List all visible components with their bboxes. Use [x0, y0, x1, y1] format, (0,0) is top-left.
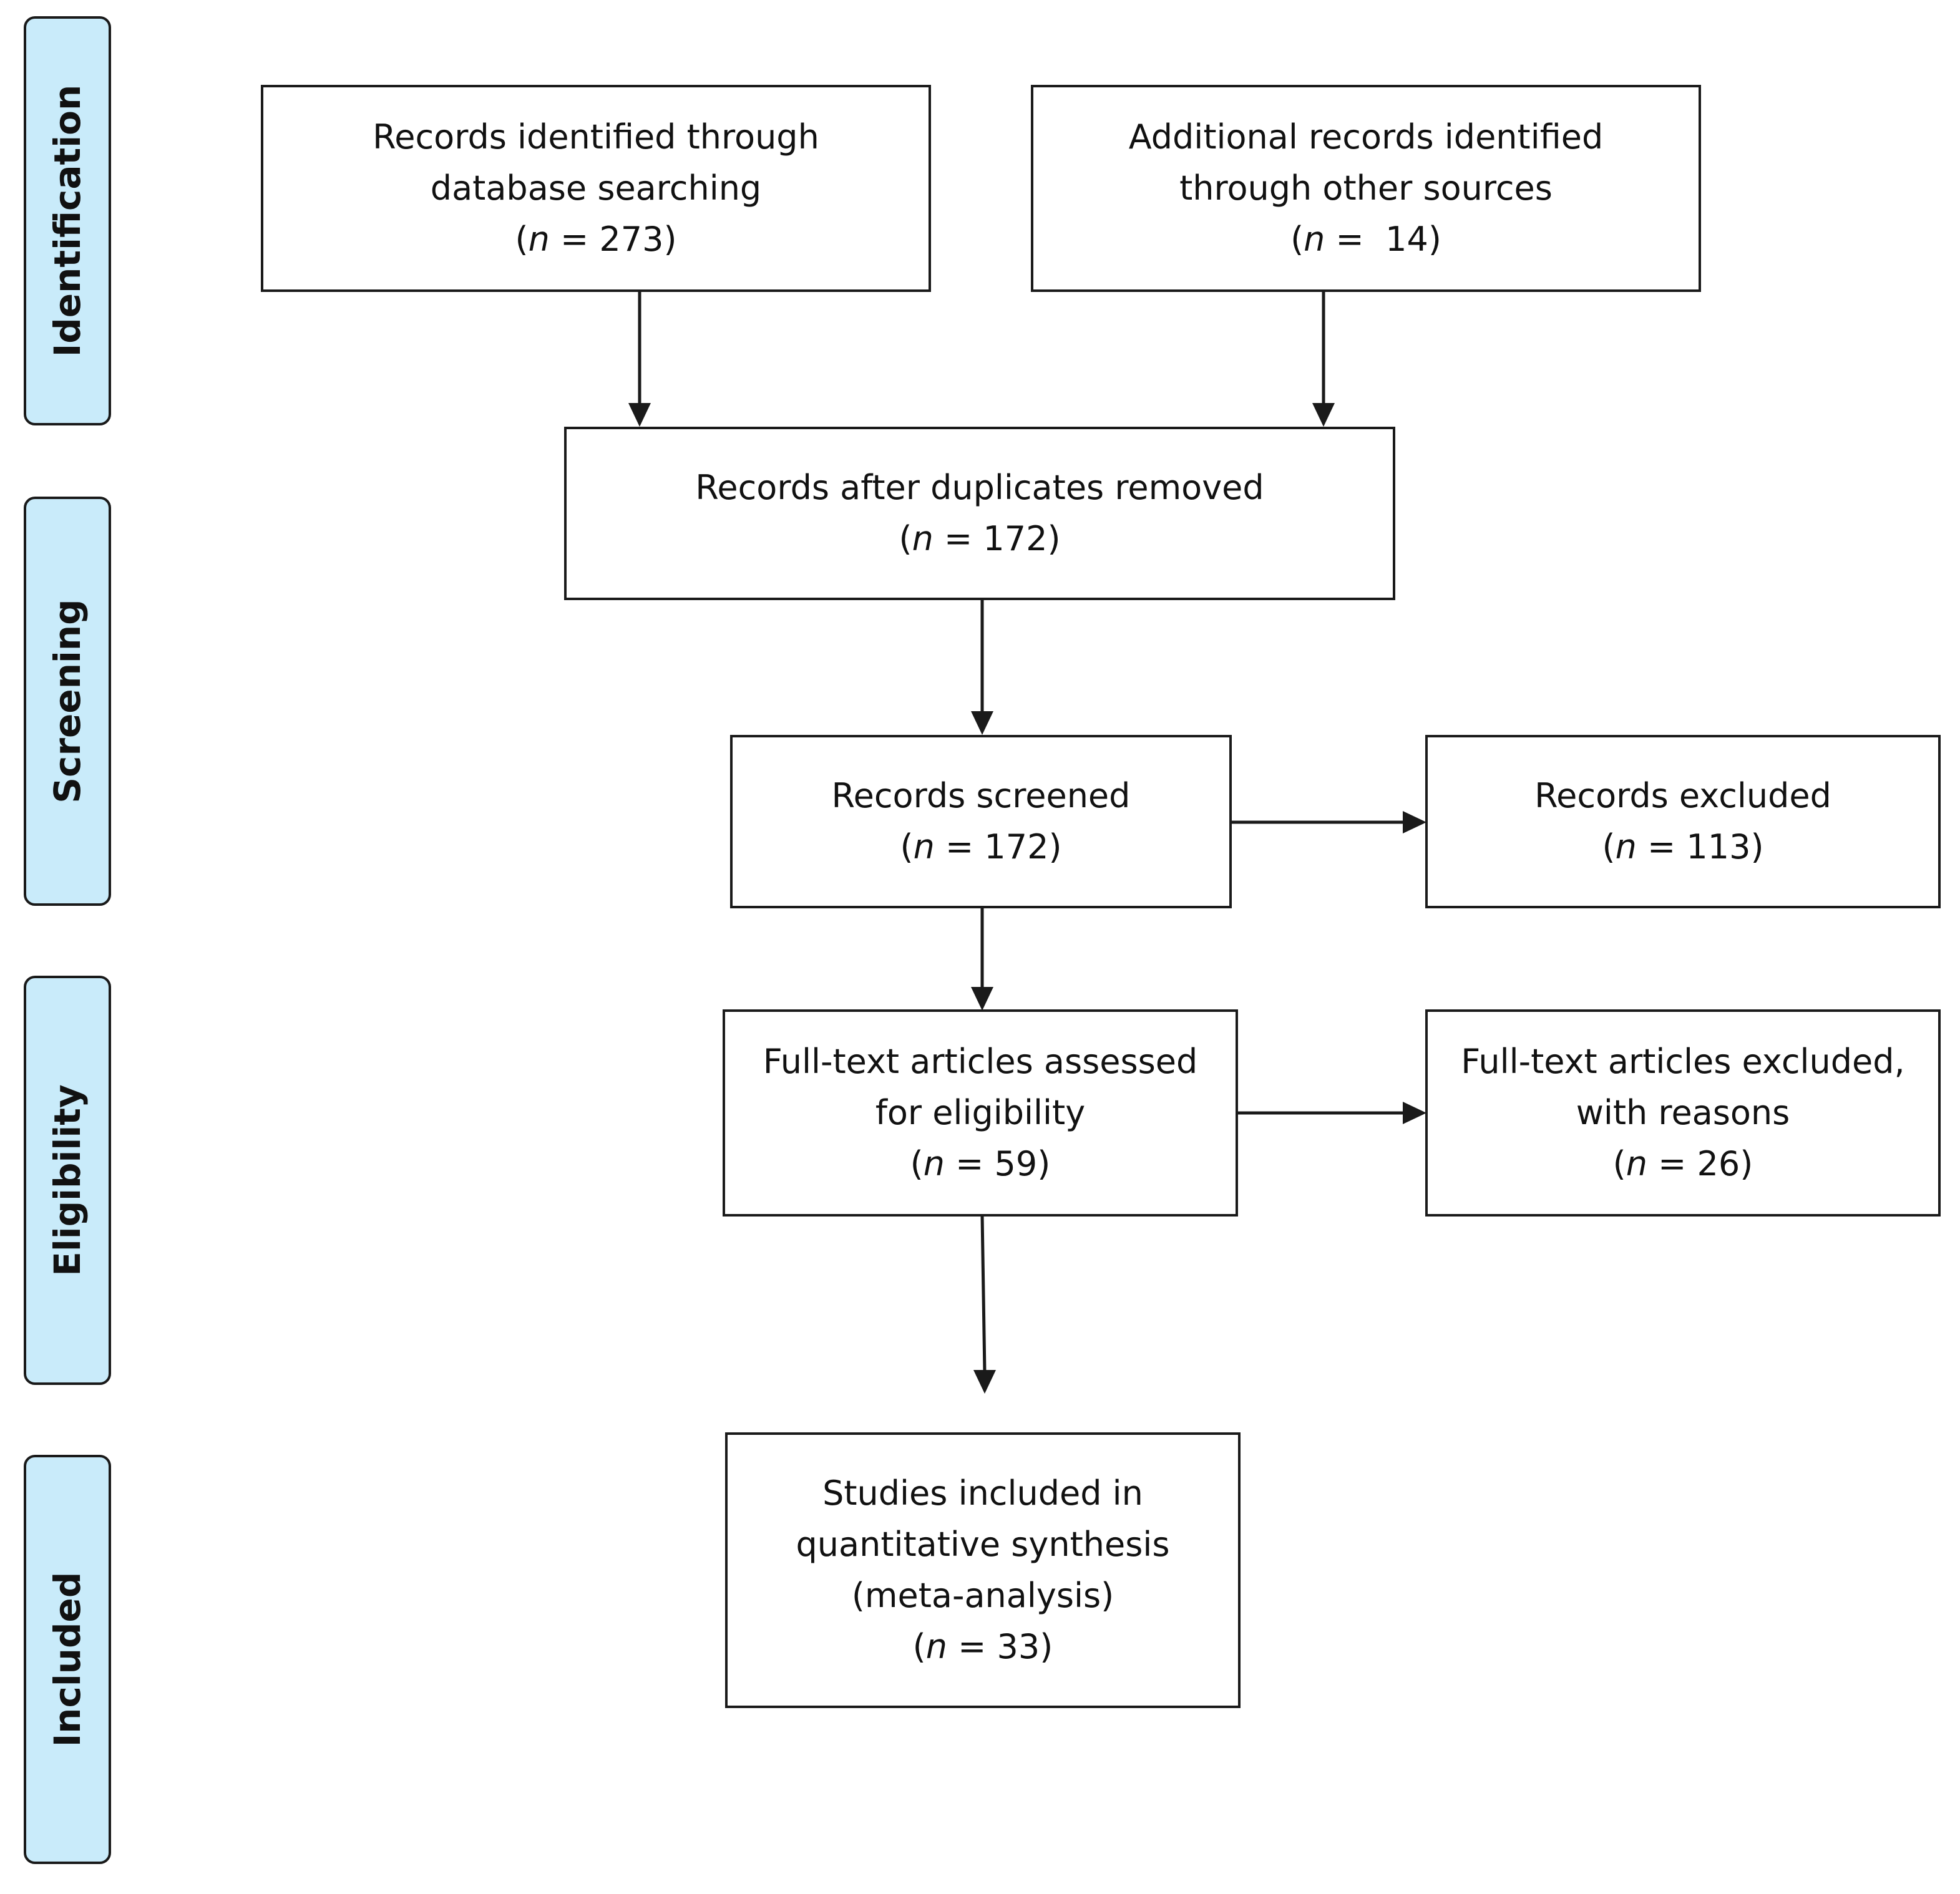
box-records-excluded-count: (n = 113): [1602, 827, 1764, 867]
box-duplicates-removed-line-1: Records after duplicates removed: [695, 468, 1264, 507]
arrowhead-fulltext-to-excluded: [1403, 1102, 1426, 1124]
box-full-text-excluded-line-2: with reasons: [1576, 1093, 1790, 1132]
box-included-studies-line-3: (meta-analysis): [851, 1576, 1114, 1615]
arrowhead-other-to-duplicates: [1312, 403, 1335, 427]
arrowhead-duplicates-to-screened: [971, 711, 993, 735]
stage-included: Included: [24, 1455, 111, 1864]
box-full-text-excluded-count: (n = 26): [1612, 1144, 1753, 1183]
box-other-sources-line-2: through other sources: [1179, 168, 1553, 208]
box-screened-line-1: Records screened: [831, 776, 1131, 815]
stage-eligibility: Eligibility: [24, 976, 111, 1385]
box-records-excluded: Records excluded (n = 113): [1425, 735, 1941, 908]
arrow-fulltext-to-included: [980, 1215, 987, 1373]
box-database-search-line-1: Records identified through: [373, 117, 819, 157]
box-included-studies-line-2: quantitative synthesis: [796, 1525, 1170, 1564]
box-included-studies: Studies included in quantitative synthes…: [725, 1432, 1241, 1708]
box-full-text-assessed-line-2: for eligibility: [875, 1093, 1086, 1132]
box-full-text-assessed-count: (n = 59): [910, 1144, 1051, 1183]
box-records-excluded-line-1: Records excluded: [1534, 776, 1831, 815]
box-full-text-excluded: Full-text articles excluded, with reason…: [1425, 1009, 1941, 1217]
box-full-text-assessed: Full-text articles assessed for eligibil…: [723, 1009, 1238, 1217]
arrowhead-screened-to-fulltext: [971, 987, 993, 1011]
box-other-sources-count: (n = 14): [1290, 220, 1441, 259]
box-other-sources: Additional records identified through ot…: [1031, 85, 1701, 292]
box-database-search-line-2: database searching: [430, 168, 762, 208]
arrowhead-screened-to-excluded: [1403, 811, 1426, 833]
box-other-sources-line-1: Additional records identified: [1128, 117, 1604, 157]
box-duplicates-removed: Records after duplicates removed (n = 17…: [564, 427, 1395, 600]
box-screened: Records screened (n = 172): [730, 735, 1232, 908]
box-full-text-excluded-line-1: Full-text articles excluded,: [1461, 1042, 1905, 1081]
arrowhead-fulltext-to-included: [973, 1370, 996, 1394]
stage-screening: Screening: [24, 497, 111, 906]
box-duplicates-removed-count: (n = 172): [899, 519, 1061, 558]
box-screened-count: (n = 172): [900, 827, 1062, 867]
box-database-search: Records identified through database sear…: [261, 85, 931, 292]
box-database-search-count: (n = 273): [515, 220, 677, 259]
box-full-text-assessed-line-1: Full-text articles assessed: [763, 1042, 1198, 1081]
box-included-studies-line-1: Studies included in: [822, 1474, 1143, 1513]
stage-identification: Identification: [24, 16, 111, 425]
arrowhead-database-to-duplicates: [628, 403, 651, 427]
box-included-studies-count: (n = 33): [912, 1627, 1053, 1666]
